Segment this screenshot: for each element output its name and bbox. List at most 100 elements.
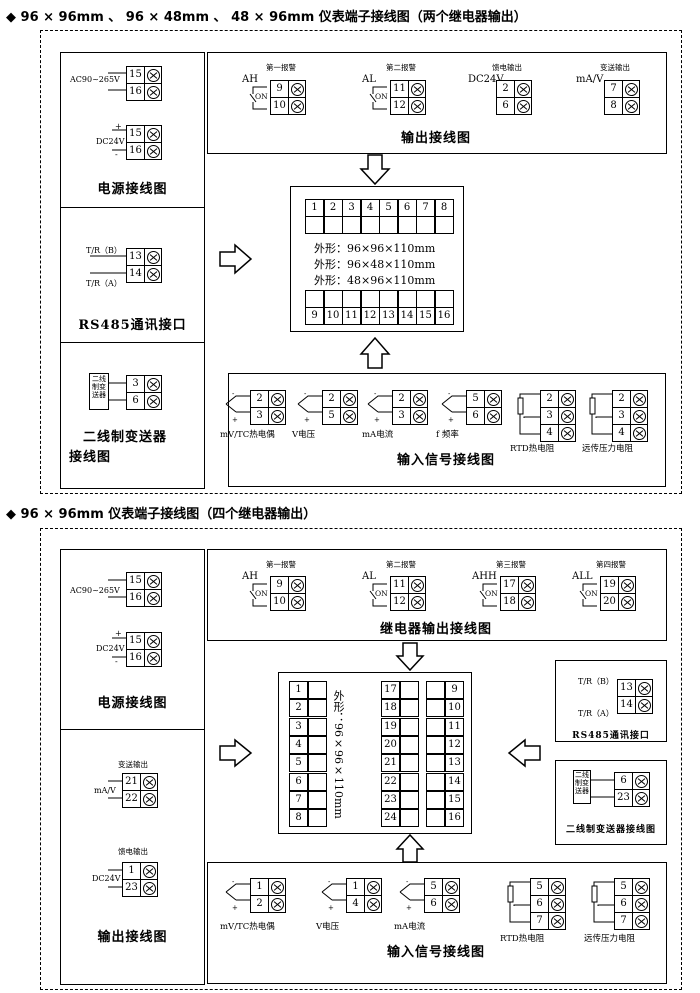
s1-in-term-0-0: 2 xyxy=(250,390,286,408)
s2-transmit-label: mA/V xyxy=(94,786,116,795)
svg-text:-: - xyxy=(406,878,409,886)
svg-text:+: + xyxy=(374,416,380,424)
s1-in-term-0-1-screw-icon xyxy=(269,408,285,424)
s2-center-right-screw-icon-7 xyxy=(426,809,445,828)
s1-in-term-5-2: 4 xyxy=(612,424,648,442)
s1-transmitter-term-1: 3 xyxy=(126,375,162,393)
s2-arrow-left-icon xyxy=(507,738,541,768)
s1-out-term-2-b: 6 xyxy=(496,97,532,115)
s1-in-sensor-icon-2: -+ xyxy=(367,390,392,424)
s1-out-term-0-b-screw-icon xyxy=(289,98,305,114)
s2-transmitter-term-1: 6 xyxy=(614,772,650,790)
s1-out-switch-icon-1 xyxy=(369,86,387,110)
s1-left-divider-2 xyxy=(60,342,205,343)
s2-in-sensor-icon-4 xyxy=(591,881,614,923)
s2-relay-term-0-a: 9 xyxy=(270,576,306,594)
s1-center-top-screw-icon-6 xyxy=(416,216,435,234)
s2-in-term-0-1-screw-icon xyxy=(269,896,285,912)
s2-in-sensor-icon-1: -+ xyxy=(321,878,346,912)
s1-in-label-3: f 频率 xyxy=(436,430,459,440)
s1-in-term-4-1-number: 3 xyxy=(541,408,559,424)
s1-in-term-2-0-screw-icon xyxy=(411,391,427,407)
s1-in-term-0-1-number: 3 xyxy=(251,408,269,424)
s2-relay-on-0: ON xyxy=(255,589,268,598)
s1-out-term-3-a-screw-icon xyxy=(623,81,639,97)
s1-in-term-1-0: 2 xyxy=(322,390,358,408)
s1-center-top-screw-icon-4 xyxy=(379,216,398,234)
svg-text:+: + xyxy=(328,904,334,912)
s1-out-term-1-a-screw-icon xyxy=(409,81,425,97)
s2-arrow-right-icon xyxy=(219,738,253,768)
s1-out-on-0: ON xyxy=(255,92,268,101)
s1-out-term-1-a-number: 11 xyxy=(391,81,409,97)
svg-text:-: - xyxy=(232,390,235,398)
s1-in-term-2-1: 3 xyxy=(392,407,428,425)
s2-in-term-1-0: 1 xyxy=(346,878,382,896)
s2-in-term-2-0-number: 5 xyxy=(425,879,443,895)
s2-relay-switch-icon-2 xyxy=(479,583,497,607)
s1-center-top-screw-icon-0 xyxy=(305,216,324,234)
s2-in-term-3-2-screw-icon xyxy=(549,913,565,929)
s2-in-sensor-icon-0: -+ xyxy=(225,878,250,912)
s2-center-mid-num-5: 22 xyxy=(381,772,400,791)
s1-in-term-4-2-number: 4 xyxy=(541,425,559,441)
svg-text:+: + xyxy=(448,416,454,424)
s2-in-label-4: 远传压力电阻 xyxy=(584,934,636,944)
s1-out-term-3-b: 8 xyxy=(604,97,640,115)
s2-in-term-4-0-screw-icon xyxy=(633,879,649,895)
s2-relay-term-2-a: 17 xyxy=(500,576,536,594)
s1-in-term-5-1-screw-icon xyxy=(631,408,647,424)
svg-text:+: + xyxy=(406,904,412,912)
s1-in-term-1-0-number: 2 xyxy=(323,391,341,407)
s2-center-mid-screw-icon-5 xyxy=(400,772,419,791)
s2-relay-term-0-a-screw-icon xyxy=(289,577,305,593)
s2-center-mid-num-4: 21 xyxy=(381,754,400,773)
s1-out-title-0: 第一报警 xyxy=(266,63,296,72)
s2-in-term-4-2: 7 xyxy=(614,912,650,930)
s2-center-mid-screw-icon-6 xyxy=(400,790,419,809)
s1-in-term-0-0-number: 2 xyxy=(251,391,269,407)
s2-transmitter-wires xyxy=(590,779,614,798)
s2-relay-tag-2: AHH xyxy=(472,571,497,582)
s2-in-term-4-1-number: 6 xyxy=(615,896,633,912)
s1-in-term-3-1: 6 xyxy=(466,407,502,425)
s1-in-term-4-2-screw-icon xyxy=(559,425,575,441)
s2-transmit-term-2: 22 xyxy=(122,790,158,808)
s1-center-bot-screw-icon-3 xyxy=(360,290,380,308)
s1-center-bot-num-6: 15 xyxy=(416,307,435,325)
s1-in-label-1: V电压 xyxy=(292,430,316,440)
s1-center-bot-screw-icon-0 xyxy=(305,290,324,308)
s1-power-dc-term-1: 15 xyxy=(126,125,162,143)
s2-feed-term-2: 23 xyxy=(122,879,158,897)
s1-in-label-0: mV/TC热电偶 xyxy=(220,430,275,440)
s2-relay-term-3-b: 20 xyxy=(600,593,636,611)
s1-out-term-0-b-number: 10 xyxy=(271,98,289,114)
s2-relay-term-1-b-screw-icon xyxy=(409,594,425,610)
s1-dim-3: 外形：48×96×110mm xyxy=(314,274,436,287)
s1-out-term-2-a-number: 2 xyxy=(497,81,515,97)
s2-relay-term-1-a: 11 xyxy=(390,576,426,594)
s2-relay-title-1: 第二报警 xyxy=(386,560,416,569)
s2-in-sensor-icon-3 xyxy=(507,881,530,923)
s1-out-title-2: 馈电输出 xyxy=(492,63,522,72)
s2-relay-term-1-a-screw-icon xyxy=(409,577,425,593)
s1-in-term-0-1: 3 xyxy=(250,407,286,425)
s2-relay-caption: 继电器输出接线图 xyxy=(379,622,492,637)
s2-center-left-screw-icon-5 xyxy=(308,772,327,791)
s2-center-left-screw-icon-3 xyxy=(308,735,327,754)
s1-out-title-1: 第二报警 xyxy=(386,63,416,72)
s2-center-right-num-3: 12 xyxy=(445,735,464,754)
s1-center-top-num-3: 4 xyxy=(360,199,380,217)
s2-power-ac-term-1: 15 xyxy=(126,572,162,590)
s2-in-term-1-0-screw-icon xyxy=(365,879,381,895)
svg-text:+: + xyxy=(115,629,122,638)
s1-center-top-screw-icon-1 xyxy=(323,216,343,234)
s1-in-term-5-0: 2 xyxy=(612,390,648,408)
s2-center-left-num-0: 1 xyxy=(289,681,308,699)
s2-center-mid-num-2: 19 xyxy=(381,717,400,736)
s1-in-term-4-1-screw-icon xyxy=(559,408,575,424)
s1-in-term-3-1-screw-icon xyxy=(485,408,501,424)
s2-in-label-3: RTD热电阻 xyxy=(500,934,545,944)
s1-center-top-num-6: 7 xyxy=(416,199,435,217)
s2-feed-term-1: 1 xyxy=(122,862,158,880)
